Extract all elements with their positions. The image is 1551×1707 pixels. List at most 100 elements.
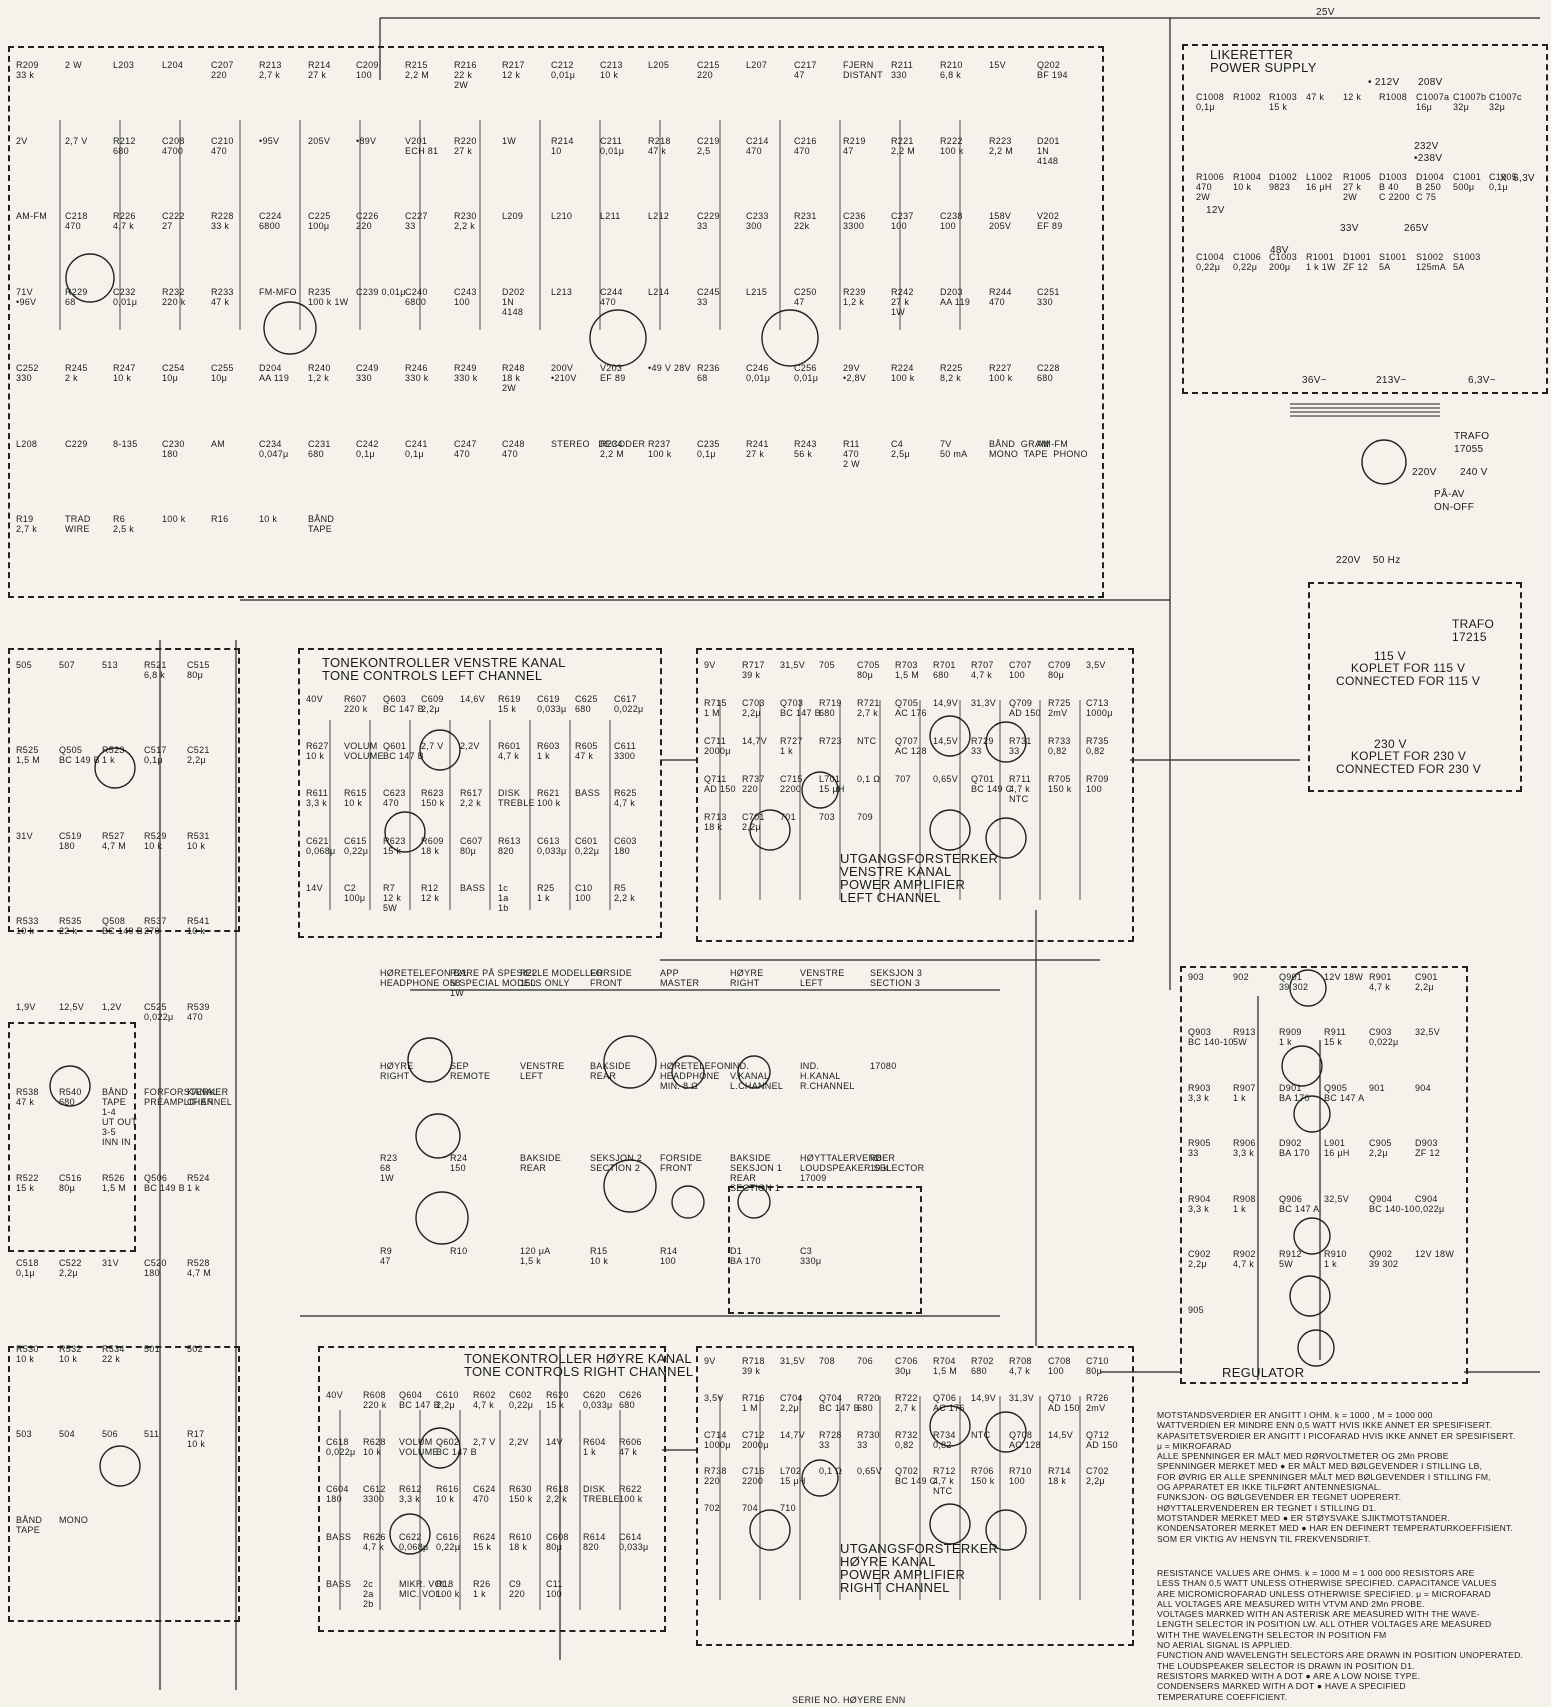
component-label: R237 100 k <box>648 439 672 459</box>
component-label: R902 4,7 k <box>1233 1249 1256 1269</box>
component-label: R904 3,3 k <box>1188 1194 1211 1214</box>
component-label: FORSIDE FRONT <box>590 968 633 988</box>
component-label: FORFORSTERKER PREAMPLIFIER <box>144 1087 229 1107</box>
component-label: C715 2200 <box>780 774 803 794</box>
component-label: R526 1,5 M <box>102 1173 127 1193</box>
component-label: R734 0,82 <box>933 1430 956 1450</box>
component-label: C619 0,033μ <box>537 694 567 714</box>
note-line: OG APPARATET ER IKKE TILFØRT ANTENNESIGN… <box>1157 1482 1382 1493</box>
component-label: R901 4,7 k <box>1369 972 1392 992</box>
component-label: C246 0,01μ <box>746 363 771 383</box>
trafo-115-connect: KOPLET FOR 115 V CONNECTED FOR 115 V <box>1336 661 1481 688</box>
supply-value: 220V 50 Hz <box>1336 555 1401 566</box>
component-label: R725 2mV <box>1048 698 1071 718</box>
component-label: R720 680 <box>857 1393 880 1413</box>
component-label: R614 820 <box>583 1532 606 1552</box>
component-label: S1003 5A <box>1453 252 1481 272</box>
power-supply-outline <box>1182 44 1548 394</box>
transistor-symbol <box>985 1509 1027 1551</box>
component-label: R248 18 k 2W <box>502 363 525 393</box>
component-label: R619 15 k <box>498 694 521 714</box>
component-label: R603 1 k <box>537 741 560 761</box>
component-label: R729 33 <box>971 736 994 756</box>
transistor-symbol <box>384 811 426 853</box>
component-label: R620 15 k <box>546 1390 569 1410</box>
component-label: L901 16 μH <box>1324 1138 1350 1158</box>
component-label: C708 100 <box>1048 1356 1071 1376</box>
component-label: 29V •2,8V <box>843 363 867 383</box>
component-label: R525 1,5 M <box>16 745 41 765</box>
component-label: C614 0,033μ <box>619 1532 649 1552</box>
component-label: 31V <box>102 1258 119 1268</box>
component-label: R217 12 k <box>502 60 525 80</box>
transistor-symbol <box>929 1405 971 1447</box>
component-label: R6 2,5 k <box>113 514 135 534</box>
component-label: C716 2200 <box>742 1466 765 1486</box>
component-label: C239 0,01μ <box>356 287 406 297</box>
component-label: 12 k <box>1343 92 1362 102</box>
component-label: FM-MFO <box>259 287 297 297</box>
component-label: C610 2,2μ <box>436 1390 459 1410</box>
component-label: R624 15 k <box>473 1532 496 1552</box>
component-label: 505 <box>16 660 32 670</box>
component-label: Q508 BC 149 B <box>102 916 143 936</box>
component-label: R9 47 <box>380 1246 393 1266</box>
component-label: 71V •96V <box>16 287 37 307</box>
component-label: C211 0,01μ <box>600 136 625 156</box>
component-label: 513 <box>102 660 118 670</box>
component-label: C10 100 <box>575 883 593 903</box>
component-label: TRAD WIRE <box>65 514 91 534</box>
component-label: BASS <box>326 1579 352 1589</box>
component-label: R8 10 k <box>870 1153 889 1173</box>
component-label: L211 <box>600 211 621 221</box>
component-label: 905 <box>1188 1305 1204 1315</box>
component-label: R215 2,2 M <box>405 60 430 80</box>
component-label: R908 1 k <box>1233 1194 1256 1214</box>
component-label: R235 100 k 1W <box>308 287 349 307</box>
component-label: Q702 BC 149 C <box>895 1466 937 1486</box>
component-label: HØYTTALERVENDER LOUDSPEAKER SELECTOR 170… <box>800 1153 925 1183</box>
component-label: R16 <box>211 514 229 524</box>
component-label: 2V <box>16 136 28 146</box>
component-label: NTC <box>971 1430 991 1440</box>
component-label: C615 0,22μ <box>344 836 369 856</box>
component-label: C237 100 <box>891 211 914 231</box>
component-label: 703 <box>819 812 835 822</box>
component-label: V203 EF 89 <box>600 363 626 383</box>
component-label: C516 80μ <box>59 1173 82 1193</box>
component-label: 1,2V <box>102 1002 122 1012</box>
component-label: D204 AA 119 <box>259 363 290 383</box>
note-line: RESISTORS MARKED WITH A DOT ● ARE A LOW … <box>1157 1670 1421 1681</box>
component-label: AM <box>211 439 226 449</box>
component-label: R230 2,2 k <box>454 211 477 231</box>
component-label: R733 0,82 <box>1048 736 1071 756</box>
tone-left-outline <box>298 648 662 938</box>
supply-value: TRAFO 17055 <box>1454 431 1490 455</box>
rf-if-block-outline <box>8 46 1104 598</box>
component-label: R705 150 k <box>1048 774 1072 794</box>
component-label: Q703 BC 147 B <box>780 698 821 718</box>
component-label: R220 27 k <box>454 136 477 156</box>
component-label: C207 220 <box>211 60 234 80</box>
component-label: 506 <box>102 1429 118 1439</box>
component-label: 901 <box>1369 1083 1385 1093</box>
component-label: R524 1 k <box>187 1173 210 1193</box>
component-label: C623 470 <box>383 788 406 808</box>
component-label: 708 <box>819 1356 835 1366</box>
component-label: C618 0,022μ <box>326 1437 356 1457</box>
component-label: FORSIDE FRONT <box>660 1153 703 1173</box>
component-label: 14,5V <box>933 736 959 746</box>
component-label: R11 470 2 W <box>843 439 860 469</box>
component-label: C710 80μ <box>1086 1356 1109 1376</box>
component-label: R231 22k <box>794 211 817 231</box>
note-line: CONDENSERS MARKED WITH A DOT ● HAVE A SP… <box>1157 1681 1406 1692</box>
component-label: 8-135 <box>113 439 138 449</box>
component-label: Q604 BC 147 B <box>399 1390 440 1410</box>
component-label: R523 1 k <box>102 745 125 765</box>
component-label: C233 300 <box>746 211 769 231</box>
component-label: C521 2,2μ <box>187 745 210 765</box>
component-label: R239 1,2 k <box>843 287 866 307</box>
component-label: C2 100μ <box>344 883 366 903</box>
component-label: C209 100 <box>356 60 379 80</box>
component-label: C236 3300 <box>843 211 866 231</box>
